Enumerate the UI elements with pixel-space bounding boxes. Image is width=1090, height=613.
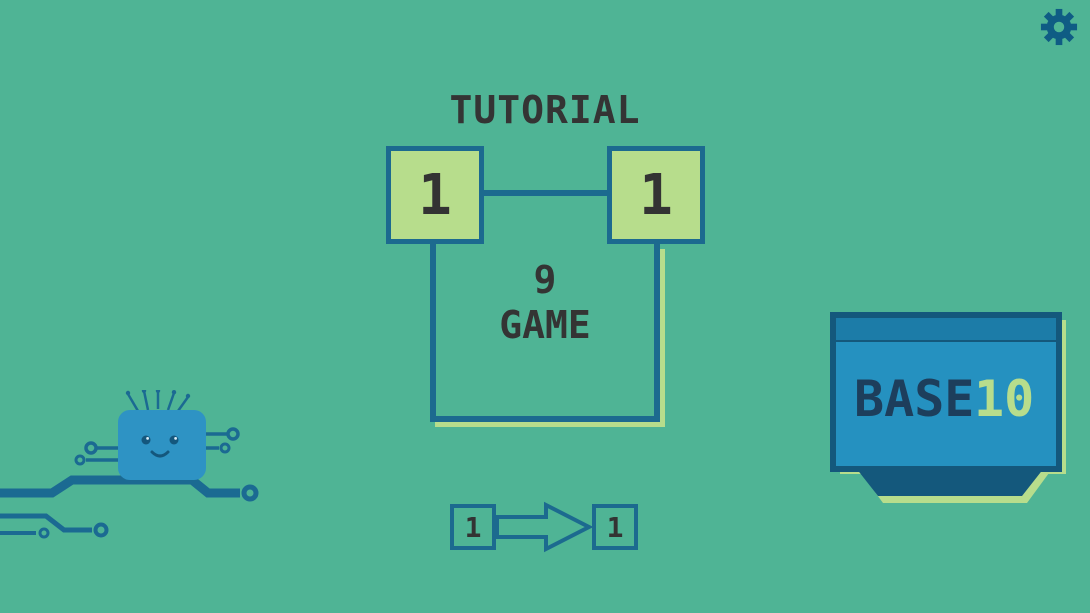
circuit-path — [430, 244, 660, 422]
game-menu-item[interactable]: 9 GAME — [430, 258, 660, 348]
merge-demo-left-value: 1 — [464, 510, 482, 544]
demo-tile-left: 1 — [386, 146, 484, 244]
settings-gear-icon[interactable] — [1040, 8, 1078, 46]
right-arrow-icon — [495, 501, 594, 553]
tile-connector-line — [484, 190, 607, 196]
game-count-label: 9 — [533, 258, 557, 302]
merge-demo-right-value: 1 — [606, 510, 624, 544]
robot-head — [118, 410, 206, 480]
tutorial-menu-item[interactable]: TUTORIAL — [449, 88, 641, 132]
robot-character-illustration — [0, 390, 259, 539]
merge-demo-left-tile: 1 — [450, 504, 496, 550]
demo-tile-left-value: 1 — [418, 162, 452, 228]
gear-icon — [1040, 8, 1078, 46]
logo-titlebar — [836, 318, 1056, 340]
demo-tile-right-value: 1 — [639, 162, 673, 228]
robot-face — [141, 435, 179, 458]
logo-stand — [856, 468, 1044, 496]
circuit-path-shadow — [435, 249, 665, 427]
base10-logo: BASE 10 — [830, 312, 1066, 503]
demo-tile-right: 1 — [607, 146, 705, 244]
game-word-label: GAME — [499, 303, 591, 347]
logo-text-base: BASE — [854, 370, 974, 428]
logo-text-ten: 10 — [974, 370, 1034, 428]
merge-demo-right-tile: 1 — [592, 504, 638, 550]
